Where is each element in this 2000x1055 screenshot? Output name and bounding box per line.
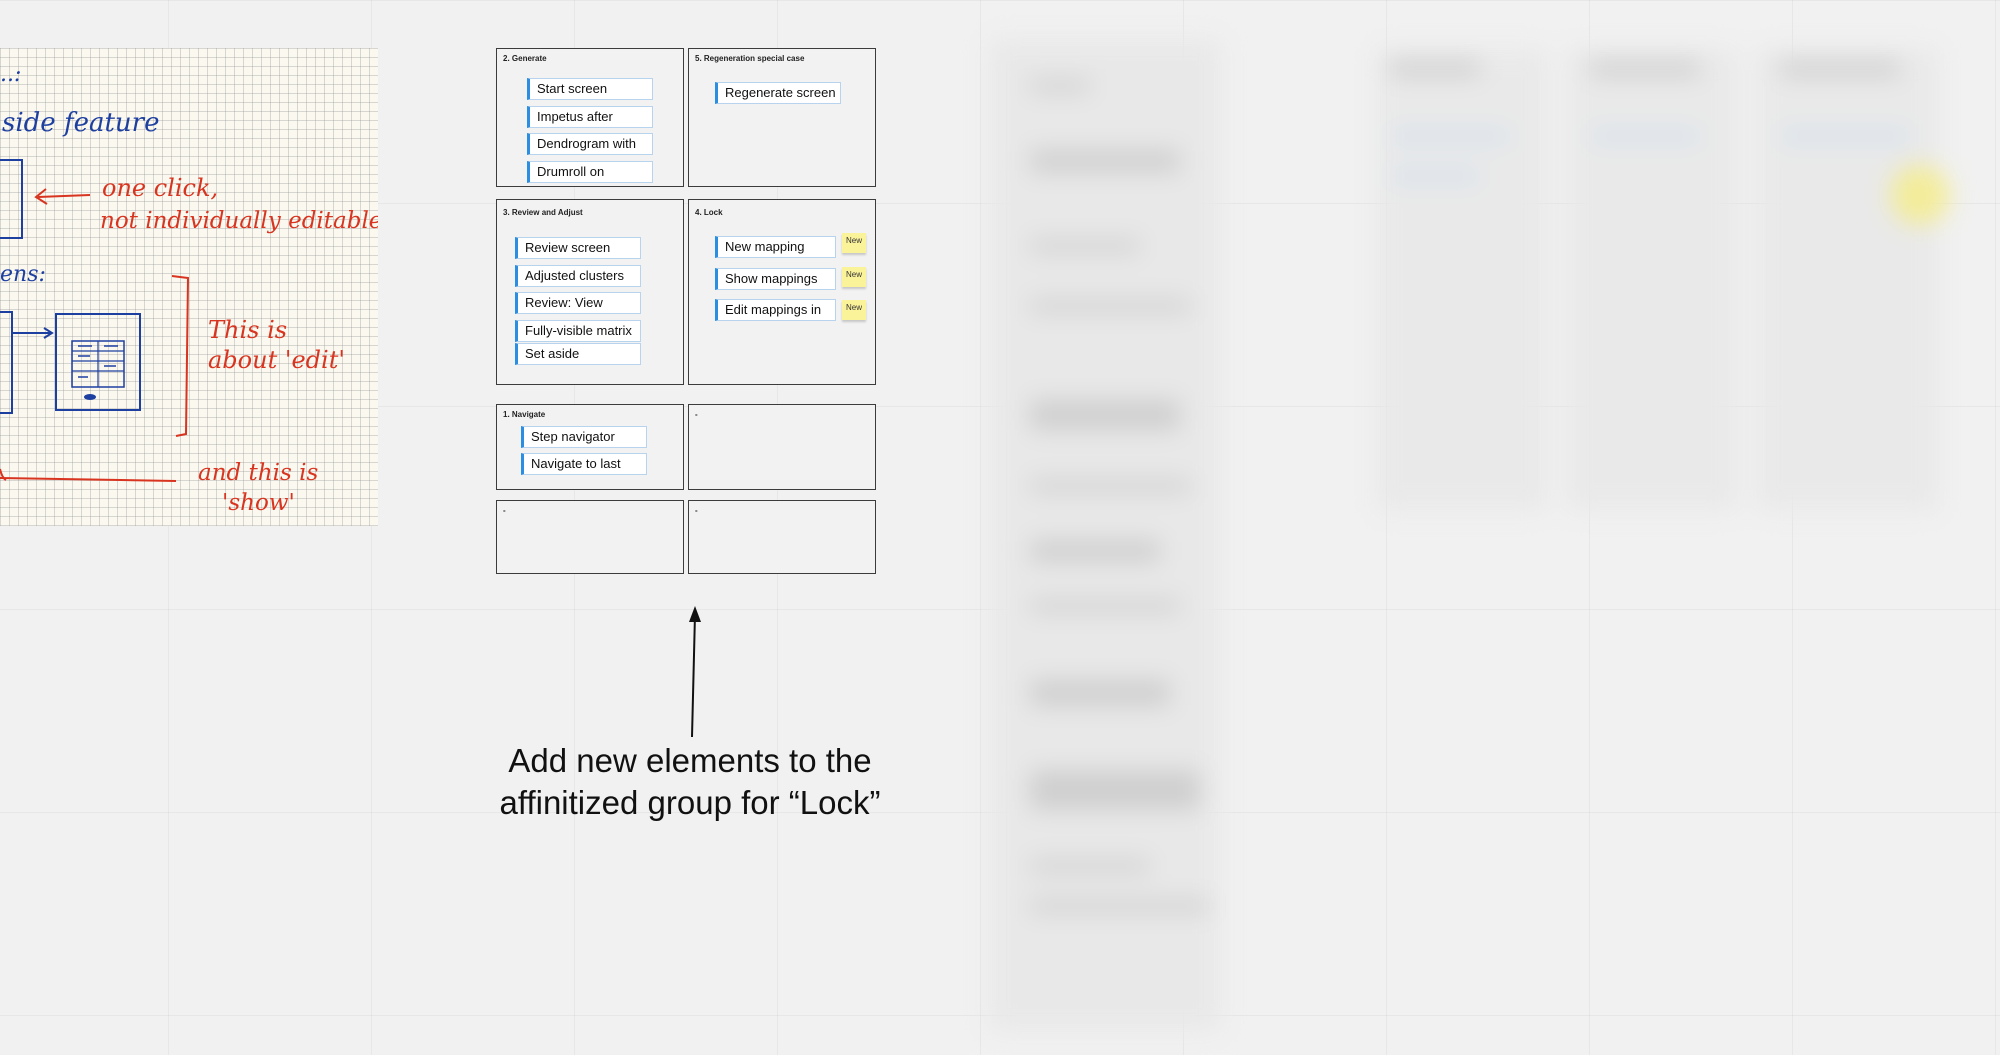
note-set-aside[interactable]: Set aside: [515, 343, 641, 365]
sketch-text-show: 'show': [222, 490, 295, 516]
caption-line-2: affinitized group for “Lock”: [499, 784, 881, 821]
note-new-mapping[interactable]: New mapping: [715, 236, 836, 258]
sketch-text-and-this-is: and this is: [198, 460, 319, 486]
frame-empty-1[interactable]: -: [688, 404, 876, 490]
frame-title: -: [503, 506, 506, 515]
sticky-new-2[interactable]: New: [842, 267, 866, 287]
annotation-caption: Add new elements to the affinitized grou…: [440, 740, 940, 824]
sketch-text-blue-top: ..:: [0, 62, 22, 87]
note-review-view[interactable]: Review: View: [515, 292, 641, 314]
sketch-text-screens: ens:: [0, 262, 46, 287]
frame-review-and-adjust[interactable]: 3. Review and Adjust Review screen Adjus…: [496, 199, 684, 385]
sketch-text-not-editable: not individually editable: [100, 208, 378, 234]
note-drumroll-on[interactable]: Drumroll on: [527, 161, 653, 183]
note-review-screen[interactable]: Review screen: [515, 237, 641, 259]
frame-lock[interactable]: 4. Lock New mapping Show mappings Edit m…: [688, 199, 876, 385]
frame-navigate[interactable]: 1. Navigate Step navigator Navigate to l…: [496, 404, 684, 490]
frame-title: 1. Navigate: [503, 410, 546, 419]
sketch-text-side-feature: side feature: [2, 108, 160, 138]
frame-regeneration-special-case[interactable]: 5. Regeneration special case Regenerate …: [688, 48, 876, 187]
frame-title: 5. Regeneration special case: [695, 54, 805, 63]
sketch-drawing: [0, 159, 190, 482]
note-show-mappings[interactable]: Show mappings: [715, 268, 836, 290]
sketch-text-one-click: one click,: [102, 174, 219, 202]
note-edit-mappings-in[interactable]: Edit mappings in: [715, 299, 836, 321]
frame-generate[interactable]: 2. Generate Start screen Impetus after D…: [496, 48, 684, 187]
up-arrow-icon: [689, 606, 701, 738]
frame-title: -: [695, 410, 698, 419]
frame-title: -: [695, 506, 698, 515]
note-impetus-after[interactable]: Impetus after: [527, 106, 653, 128]
note-adjusted-clusters[interactable]: Adjusted clusters: [515, 265, 641, 287]
note-navigate-to-last[interactable]: Navigate to last: [521, 453, 647, 475]
handwritten-sketch-image[interactable]: ..: side feature one click, not individu…: [0, 48, 378, 526]
note-dendrogram-with[interactable]: Dendrogram with: [527, 133, 653, 155]
note-fully-visible-matrix[interactable]: Fully-visible matrix: [515, 320, 641, 342]
sketch-text-this-is: This is: [208, 316, 288, 344]
note-step-navigator[interactable]: Step navigator: [521, 426, 647, 448]
frame-empty-3[interactable]: -: [688, 500, 876, 574]
sticky-new-1[interactable]: New: [842, 233, 866, 253]
note-regenerate-screen[interactable]: Regenerate screen: [715, 82, 841, 104]
frame-title: 3. Review and Adjust: [503, 208, 583, 217]
frame-title: 2. Generate: [503, 54, 547, 63]
caption-line-1: Add new elements to the: [508, 742, 872, 779]
sticky-new-3[interactable]: New: [842, 300, 866, 320]
sketch-text-about-edit: about 'edit': [208, 346, 345, 374]
frame-title: 4. Lock: [695, 208, 723, 217]
frame-empty-2[interactable]: -: [496, 500, 684, 574]
note-start-screen[interactable]: Start screen: [527, 78, 653, 100]
blurred-content-area: [960, 0, 2000, 1055]
